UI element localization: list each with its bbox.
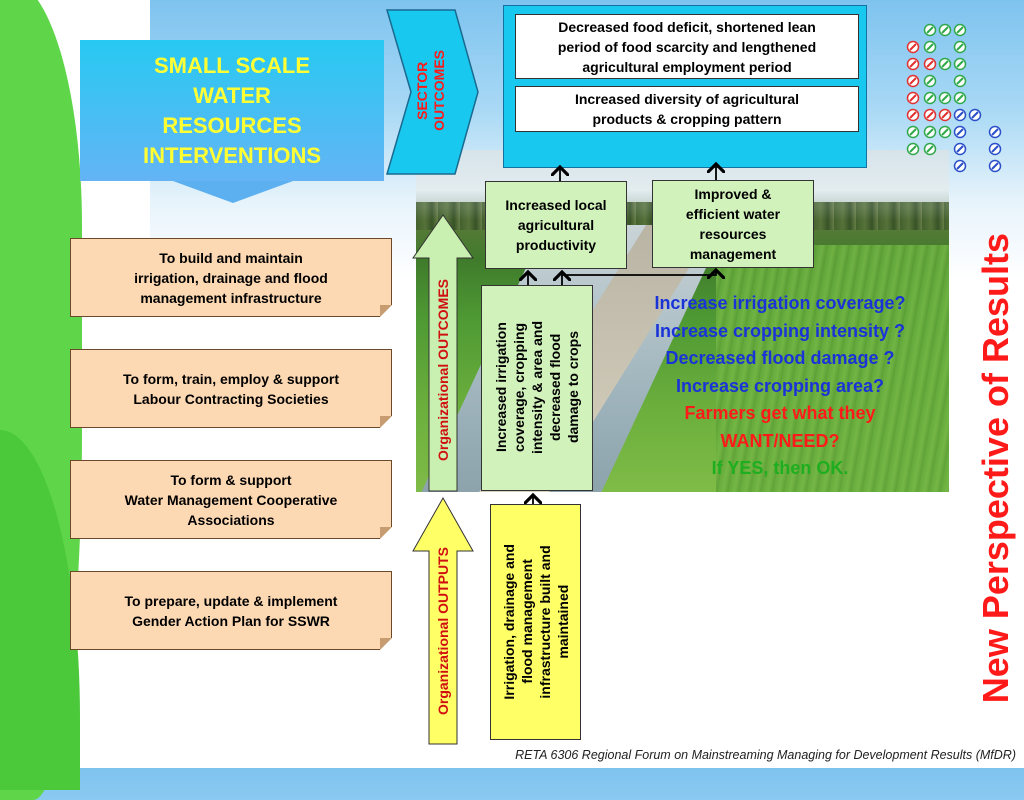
decorative-dot-stroke [991,162,999,170]
activity-box-infrastructure: To build and maintain irrigation, draina… [70,238,392,317]
page-fold-icon [380,416,392,428]
decorative-dot-stroke [956,60,964,68]
org-outcome-water-management: Improved & efficient water resources man… [652,180,814,268]
sector-outcomes-chevron [385,9,479,175]
decorative-dot-stroke [926,77,934,85]
question-line: If YES, then OK. [711,458,849,478]
activity-box-wmca: To form & support Water Management Coope… [70,460,392,539]
decorative-dot-stroke [991,145,999,153]
activity-text: To prepare, update & implement Gender Ac… [124,592,338,629]
decorative-dot-stroke [926,145,934,153]
decorative-dot-stroke [956,43,964,51]
org-outcome-local-productivity: Increased local agricultural productivit… [485,181,627,269]
title-down-arrow [173,181,293,203]
page-fold-icon [380,638,392,650]
decorative-dot-stroke [941,94,949,102]
activity-text: To build and maintain irrigation, draina… [134,249,328,306]
decorative-dot-stroke [909,145,917,153]
question-line: Decreased flood damage ? [665,348,895,368]
decorative-dot-stroke [956,26,964,34]
decorative-dot-stroke [926,43,934,51]
rice-field [716,245,949,492]
activity-box-labour: To form, train, employ & support Labour … [70,349,392,428]
decorative-dot-stroke [941,60,949,68]
question-line: Farmers get what they [684,403,876,423]
sector-outcome-text: Increased diversity of agricultural prod… [574,91,800,127]
decorative-dot-stroke [941,111,949,119]
decorative-dot-stroke [926,60,934,68]
decorative-dot-stroke [926,128,934,136]
question-line: Increase irrigation coverage? [654,293,906,313]
decorative-dot-stroke [909,94,917,102]
org-outputs-up-arrow [412,496,474,745]
page-fold-icon [380,527,392,539]
decorative-dot-stroke [991,128,999,136]
results-questions: Increase irrigation coverage? Increase c… [604,290,956,483]
sector-outcome-diversity: Increased diversity of agricultural prod… [515,86,859,132]
side-title-wrap: New Perspective of Results [970,190,1022,746]
decorative-dot-stroke [909,60,917,68]
decorative-dot-stroke [956,145,964,153]
decorative-dot-stroke [971,111,979,119]
decorative-dot-stroke [926,94,934,102]
interventions-title-box: SMALL SCALE WATER RESOURCES INTERVENTION… [80,40,384,181]
question-line: Increase cropping intensity ? [654,320,906,341]
question-line: Increase cropping area? [675,375,885,396]
activity-text: To form, train, employ & support Labour … [123,370,339,407]
org-outcome-text: Increased local agricultural productivit… [505,197,607,253]
sector-outcome-food-deficit: Decreased food deficit, shortened lean p… [515,14,859,79]
org-outputs-label-wrap: Organizational OUTPUTS [429,520,457,742]
output-text: Irrigation, drainage and flood managemen… [500,544,571,700]
interventions-title: SMALL SCALE WATER RESOURCES INTERVENTION… [142,52,322,168]
org-outcome-text: Increased irrigation coverage, cropping … [493,321,581,455]
decorative-dot-pattern [906,23,1002,173]
org-outputs-label: Organizational OUTPUTS [435,546,451,715]
activity-text: To form & support Water Management Coope… [124,471,338,528]
decorative-dot-stroke [956,162,964,170]
page-fold-icon [380,305,392,317]
decorative-dot-stroke [926,111,934,119]
decorative-dot-stroke [956,94,964,102]
decorative-dot-stroke [941,128,949,136]
question-line: WANT/NEED? [720,430,840,451]
sector-outcomes-label: SECTOR OUTCOMES [414,49,447,131]
decorative-dot-stroke [956,111,964,119]
sector-outcomes-label-wrap: SECTOR OUTCOMES [405,12,457,168]
decorative-dot-stroke [941,26,949,34]
output-infrastructure-built: Irrigation, drainage and flood managemen… [490,504,581,740]
org-outcomes-up-arrow [412,214,474,492]
side-title: New Perspective of Results [975,232,1016,704]
org-outcomes-label: Organizational OUTCOMES [435,278,451,461]
org-outcomes-label-wrap: Organizational OUTCOMES [429,250,457,490]
decorative-dot-stroke [909,111,917,119]
decorative-dot-stroke [926,26,934,34]
org-outcome-irrigation-coverage: Increased irrigation coverage, cropping … [481,285,593,491]
decorative-dot-stroke [909,43,917,51]
activity-box-gender: To prepare, update & implement Gender Ac… [70,571,392,650]
sector-outcome-text: Decreased food deficit, shortened lean p… [557,18,817,75]
decorative-dot-stroke [956,128,964,136]
decorative-dot-stroke [909,77,917,85]
decorative-dot-stroke [909,128,917,136]
decorative-dot-stroke [956,77,964,85]
footer-text: RETA 6306 Regional Forum on Mainstreamin… [515,748,1016,762]
org-outcome-text: Improved & efficient water resources man… [685,186,781,262]
